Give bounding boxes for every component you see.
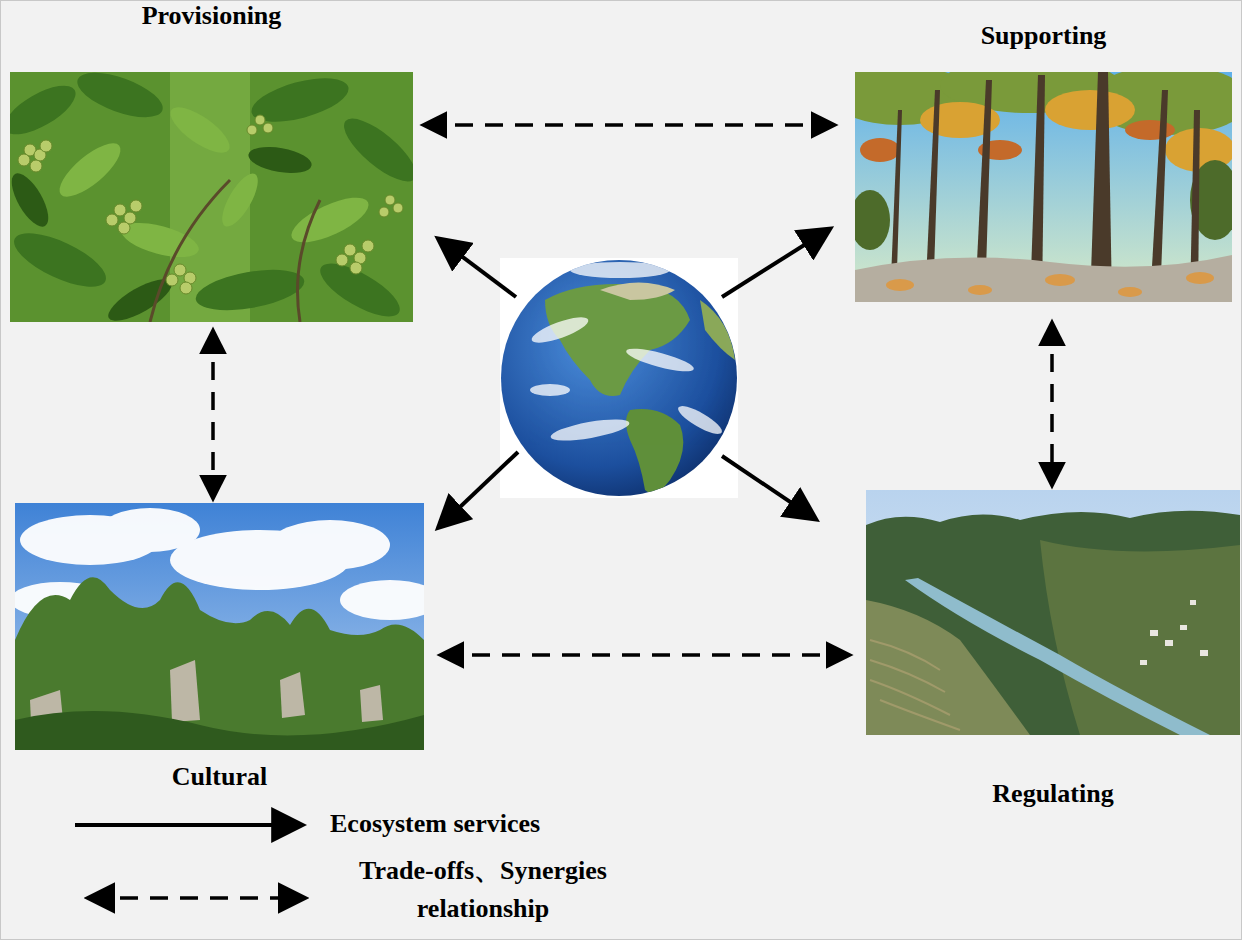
service-arrows — [440, 230, 828, 526]
legend-samples — [75, 825, 303, 898]
relationship-connector — [211, 332, 215, 497]
panel-heading: Regulating — [992, 778, 1113, 810]
supporting-photo — [855, 72, 1232, 302]
relationship-connector — [442, 653, 848, 657]
legend-label: Ecosystem services — [330, 805, 540, 843]
globe — [500, 258, 738, 498]
relationship-connector — [1050, 324, 1054, 484]
panel-heading: Supporting — [981, 20, 1107, 52]
provisioning-photo — [10, 72, 413, 322]
photo-panel: Cultural — [15, 503, 424, 793]
cultural-photo — [15, 503, 424, 750]
legend-label: Trade-offs、Synergies relationship — [318, 852, 648, 928]
photo-panel: Supporting — [855, 20, 1232, 302]
photo-panel: Provisioning — [10, 0, 413, 322]
relationship-connector — [425, 123, 833, 127]
regulating-photo — [866, 490, 1240, 735]
panel-heading: Provisioning — [142, 0, 282, 32]
photo-panel: Regulating — [866, 490, 1240, 810]
panel-heading: Cultural — [172, 761, 267, 793]
